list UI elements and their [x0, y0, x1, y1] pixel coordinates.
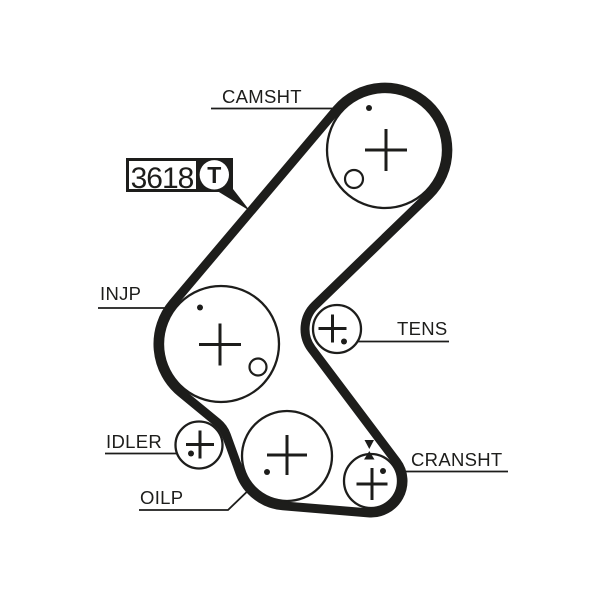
gates-t-logo-letter: T — [207, 162, 221, 188]
injp-label: INJP — [100, 283, 141, 304]
cransht-timing-arrow-down-icon — [364, 440, 374, 449]
badge-pointer-tail — [214, 189, 250, 211]
gates-t-logo-icon — [199, 160, 229, 190]
oilp-label: OILP — [140, 487, 183, 508]
tens-leader-dot — [341, 338, 347, 345]
camsht-label: CAMSHT — [222, 86, 302, 107]
camsht-alignment-hole — [343, 168, 365, 190]
cransht-center-mark — [356, 468, 388, 500]
oilp-center-mark — [267, 435, 307, 475]
camsht-center-mark — [365, 129, 407, 171]
injp-alignment-hole — [248, 357, 268, 377]
cransht-timing-arrow-up-icon — [364, 451, 375, 460]
injp-leader-dot — [197, 304, 203, 311]
part-number-badge: 3618 T — [126, 158, 250, 211]
part-number-label: 3618 — [131, 162, 194, 195]
tens-label: TENS — [397, 318, 448, 339]
idler-leader-dot — [188, 450, 194, 457]
idler-label: IDLER — [106, 431, 162, 452]
oilp-leader-dot — [264, 469, 270, 475]
injp-center-mark — [199, 323, 241, 366]
tens-center-mark — [318, 314, 347, 343]
timing-belt-path — [153, 82, 453, 518]
camsht-leader-dot — [366, 105, 372, 111]
idler-center-mark — [186, 430, 214, 459]
cransht-label: CRANSHT — [411, 449, 503, 470]
cransht-leader-dot — [380, 468, 386, 474]
